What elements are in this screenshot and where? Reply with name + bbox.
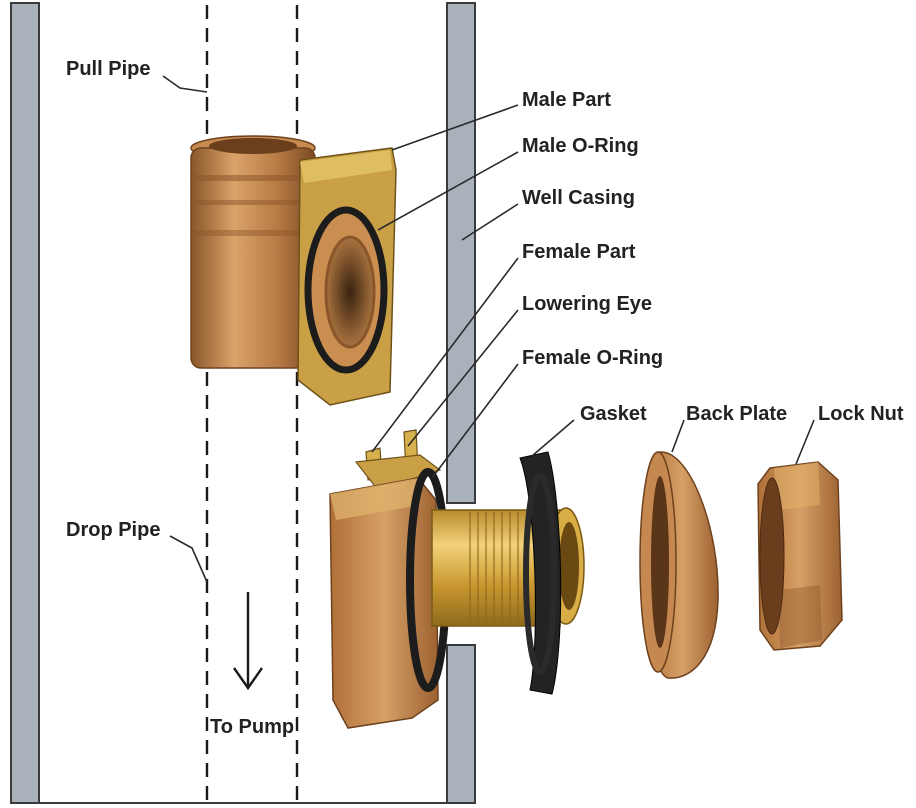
label-lowering-eye: Lowering Eye [522,293,652,315]
label-male-o-ring: Male O-Ring [522,135,639,157]
label-to-pump: To Pump [210,716,294,738]
label-well-casing: Well Casing [522,187,635,209]
label-female-o-ring: Female O-Ring [522,347,663,369]
label-female-part: Female Part [522,241,636,263]
label-drop-pipe: Drop Pipe [66,519,160,541]
label-back-plate: Back Plate [686,403,787,425]
male-part [190,135,397,406]
pipe-dashed-lines [205,5,299,800]
gasket [519,451,562,695]
lock-nut [757,461,843,651]
back-plate [639,451,719,679]
leader-lines [162,75,815,583]
label-gasket: Gasket [580,403,647,425]
label-pull-pipe: Pull Pipe [66,58,150,80]
label-male-part: Male Part [522,89,611,111]
down-arrow-icon [233,592,263,691]
label-lock-nut: Lock Nut [818,403,904,425]
well-casing [10,2,476,804]
